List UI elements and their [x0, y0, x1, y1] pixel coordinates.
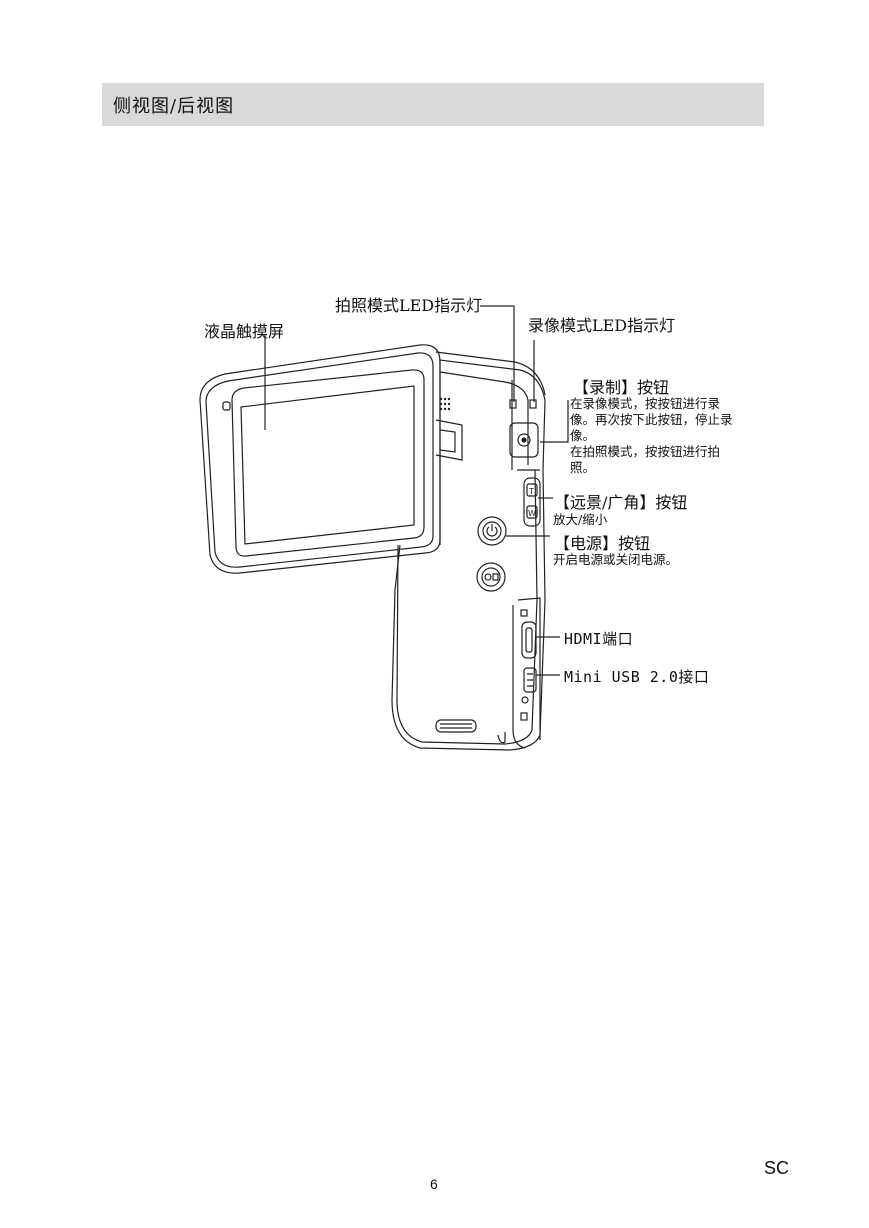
lcd-screen-panel [199, 344, 441, 574]
zoom-button-description: 放大/缩小 [553, 512, 608, 527]
photo-led-icon [509, 399, 517, 409]
record-button-icon [509, 422, 539, 458]
label-video-led: 录像模式LED指示灯 [528, 316, 676, 335]
language-code: SC [764, 1158, 790, 1178]
record-desc-line: 在拍照模式，按按钮进行拍 [570, 444, 721, 459]
power-button-icon [477, 516, 507, 546]
mini-usb-port-icon [523, 667, 537, 693]
zoom-tele-letter: T [528, 487, 534, 496]
record-button-description: 在录像模式，按按钮进行录 像。再次按下此按钮，停止录 像。 在拍照模式，按按钮进… [570, 396, 733, 476]
playback-button-icon [476, 562, 506, 592]
record-desc-line: 像。再次按下此按钮，停止录 [570, 412, 733, 427]
video-led-icon [529, 399, 537, 409]
section-header-bar: 侧视图/后视图 [102, 83, 764, 126]
page-number: 6 [430, 1176, 438, 1192]
label-photo-led: 拍照模式LED指示灯 [335, 296, 483, 315]
label-lcd-touchscreen: 液晶触摸屏 [204, 322, 285, 341]
camcorder-body [391, 359, 546, 751]
record-desc-line: 在录像模式，按按钮进行录 [570, 396, 721, 411]
zoom-switch-icon [523, 477, 541, 527]
label-mini-usb-port: Mini USB 2.0接口 [564, 668, 710, 686]
record-desc-line: 像。 [570, 428, 596, 443]
label-power-button: 【电源】按钮 [554, 534, 651, 553]
hdmi-port-icon [521, 621, 537, 659]
label-hdmi-port: HDMI端口 [564, 630, 634, 648]
record-desc-line: 照。 [570, 460, 596, 475]
label-record-button: 【录制】按钮 [573, 378, 670, 397]
section-title: 侧视图/后视图 [113, 96, 235, 117]
power-button-description: 开启电源或关闭电源。 [553, 552, 679, 567]
zoom-wide-letter: W [528, 509, 536, 518]
label-zoom-button: 【远景/广角】按钮 [554, 493, 688, 512]
